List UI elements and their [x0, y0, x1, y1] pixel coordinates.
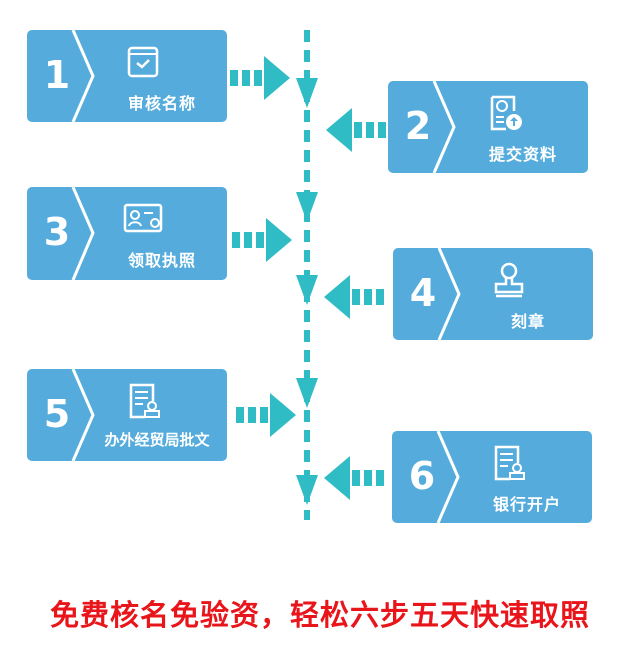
- arrow-dash: [378, 122, 386, 138]
- chevron-icon: [71, 30, 95, 122]
- chevron-icon: [71, 369, 95, 461]
- step-label: 提交资料: [488, 145, 557, 164]
- arrow-dash: [232, 232, 240, 248]
- arrow-dash: [260, 407, 268, 423]
- down-arrowhead: [296, 192, 318, 222]
- step-label: 领取执照: [127, 251, 196, 270]
- calendar-check-icon: [127, 46, 159, 78]
- arrow-dash: [376, 289, 384, 305]
- chevron-icon: [436, 431, 460, 523]
- down-arrowhead: [296, 275, 318, 305]
- arrow-dash: [242, 70, 250, 86]
- document-stamp-icon: [129, 383, 160, 419]
- arrow-dash: [364, 289, 372, 305]
- step-label: 办外经贸局批文: [104, 431, 210, 449]
- step-4-box: 4 刻章: [393, 248, 593, 340]
- left-arrowhead: [326, 108, 352, 152]
- arrow-dash: [354, 122, 362, 138]
- step-number: 1: [43, 53, 71, 97]
- down-arrowhead: [296, 78, 318, 108]
- license-card-icon: [123, 203, 163, 233]
- left-arrowhead: [324, 456, 350, 500]
- arrow-dash: [376, 470, 384, 486]
- step-1-box: 1 审核名称: [27, 30, 227, 122]
- step-number: 6: [408, 454, 436, 498]
- chevron-icon: [437, 248, 461, 340]
- right-arrowhead: [270, 393, 296, 437]
- caption: 免费核名免验资，轻松六步五天快速取照: [49, 598, 590, 632]
- certificate-upload-icon: [490, 95, 522, 131]
- arrow-dash: [352, 289, 360, 305]
- step-6-box: 6 银行开户: [392, 431, 592, 523]
- stamp-icon: [494, 262, 524, 298]
- step-number: 5: [43, 392, 71, 436]
- arrow-dash: [236, 407, 244, 423]
- arrow-dash: [248, 407, 256, 423]
- chevron-icon: [71, 187, 95, 280]
- step-label: 银行开户: [492, 495, 561, 514]
- step-number: 3: [43, 210, 71, 254]
- step-5-box: 5 办外经贸局批文: [27, 369, 227, 461]
- step-number: 4: [409, 271, 437, 315]
- arrow-dash: [256, 232, 264, 248]
- arrow-dash: [366, 122, 374, 138]
- arrow-dash: [254, 70, 262, 86]
- left-arrowhead: [324, 275, 350, 319]
- document-stamp-icon: [494, 445, 525, 481]
- step-3-box: 3 领取执照: [27, 187, 227, 280]
- step-number: 2: [404, 104, 432, 148]
- right-arrowhead: [264, 56, 290, 100]
- right-arrowhead: [266, 218, 292, 262]
- arrow-dash: [230, 70, 238, 86]
- arrow-dash: [352, 470, 360, 486]
- down-arrowhead: [296, 378, 318, 408]
- arrow-dash: [244, 232, 252, 248]
- arrow-dash: [364, 470, 372, 486]
- chevron-icon: [432, 81, 456, 173]
- step-label: 刻章: [510, 312, 545, 331]
- step-2-box: 2 提交资料: [388, 81, 588, 173]
- down-arrowhead: [296, 475, 318, 505]
- step-label: 审核名称: [127, 94, 196, 113]
